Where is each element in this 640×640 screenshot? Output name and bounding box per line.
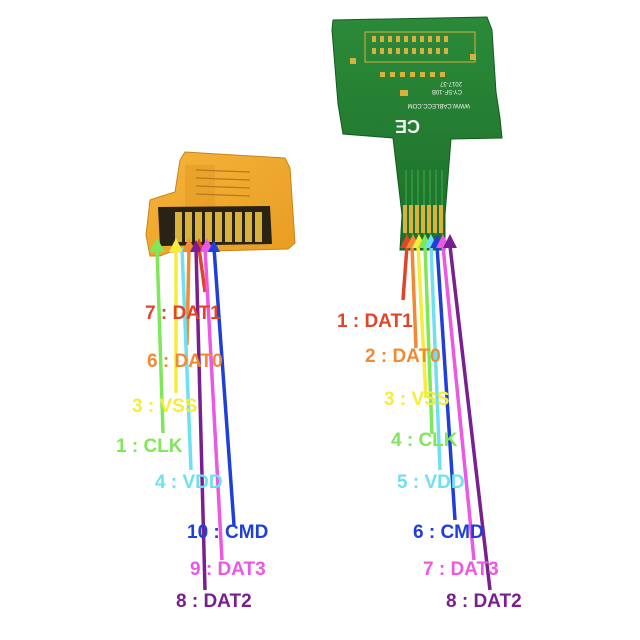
pcb-silkscreen-logo: CE	[395, 116, 420, 136]
right-pin-label-dat1: 1 : DAT1	[337, 311, 413, 332]
right-pin-label-cmd: 6 : CMD	[413, 522, 484, 543]
left-pin-label-dat3: 9 : DAT3	[190, 559, 266, 580]
right-pin-lines	[401, 245, 492, 591]
flex-contact-pads	[175, 212, 262, 242]
pcb-silkscreen-url: WWW.CABLECC.COM	[408, 102, 470, 108]
right-pin-label-dat3: 7 : DAT3	[423, 559, 499, 580]
pcb-silkscreen-date: 2017-37	[439, 80, 462, 86]
left-pin-label-cmd: 10 : CMD	[187, 522, 269, 543]
left-pin-lines	[155, 247, 236, 591]
left-pin-label-vdd: 4 : VDD	[155, 472, 223, 493]
right-pin-label-vdd: 5 : VDD	[397, 472, 465, 493]
left-pin-label-dat2: 8 : DAT2	[176, 591, 252, 612]
pcb-silkscreen-model: CY-SF-10B	[432, 88, 462, 94]
microsd-flex-card	[145, 151, 296, 257]
left-pin-label-dat0: 6 : DAT0	[147, 351, 223, 372]
right-pin-label-clk: 4 : CLK	[391, 430, 458, 451]
pcb-edge-fingers	[403, 205, 443, 233]
right-pin-label-dat2: 8 : DAT2	[446, 591, 522, 612]
left-pin-label-dat1: 7 : DAT1	[145, 303, 221, 324]
right-pin-label-dat0: 2 : DAT0	[365, 346, 441, 367]
left-pin-arrowheads	[149, 238, 220, 252]
pcb-pad-grid	[350, 31, 476, 96]
right-pin-arrowheads	[400, 234, 457, 248]
right-pin-label-vss: 3 : VSS	[384, 389, 450, 410]
left-pin-label-vss: 3 : VSS	[132, 396, 198, 417]
green-pcb-adapter: 2017-37 CY-SF-10B WWW.CABLECC.COM CE	[331, 16, 503, 251]
left-pin-label-clk: 1 : CLK	[116, 436, 183, 457]
